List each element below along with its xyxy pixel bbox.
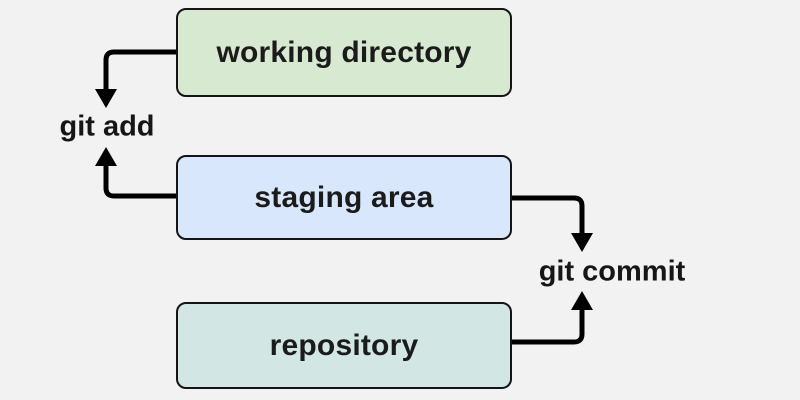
connector-staging-area-to-git-commit [511,195,585,234]
arrowhead-down-git-commit-icon [571,233,593,252]
node-repository-label: repository [269,328,419,362]
connector-working-directory-to-git-add [103,49,176,90]
connector-repository-to-git-commit [511,310,585,345]
node-staging-area-label: staging area [254,180,434,214]
node-working-directory-label: working directory [216,35,472,69]
node-working-directory: working directory [176,8,512,97]
node-staging-area: staging area [176,155,512,240]
arrowhead-up-git-add-icon [95,147,117,166]
edge-label-git-add: git add [59,110,155,143]
arrowhead-up-git-commit-icon [571,291,593,310]
edge-label-git-commit: git commit [538,255,686,288]
arrowhead-down-git-add-icon [95,89,117,108]
node-repository: repository [176,302,512,389]
connector-staging-area-to-git-add [103,166,176,199]
